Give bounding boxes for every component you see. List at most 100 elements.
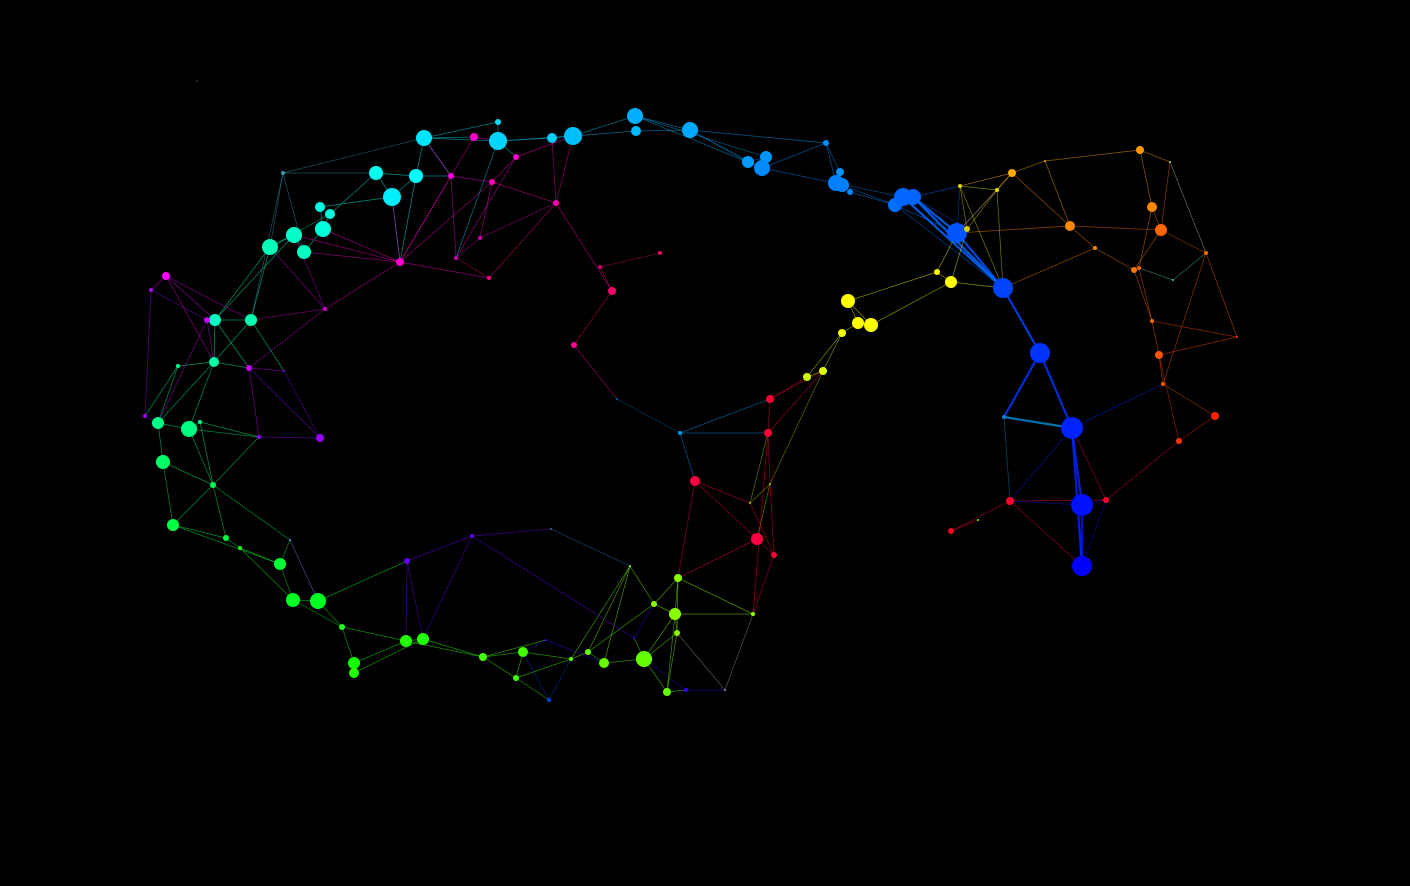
graph-node[interactable] [1150,319,1154,323]
graph-node[interactable] [608,287,616,295]
graph-node[interactable] [651,601,657,607]
graph-node[interactable] [409,169,423,183]
graph-node[interactable] [599,658,609,668]
graph-node[interactable] [1030,343,1050,363]
graph-node[interactable] [993,278,1013,298]
graph-node[interactable] [663,688,671,696]
graph-node[interactable] [598,265,602,269]
graph-node[interactable] [470,133,478,141]
graph-node[interactable] [404,558,410,564]
graph-node[interactable] [852,317,864,329]
graph-node[interactable] [518,647,528,657]
graph-node[interactable] [149,288,153,292]
graph-node[interactable] [771,552,777,558]
graph-node[interactable] [547,133,557,143]
graph-node[interactable] [749,502,751,504]
graph-node[interactable] [489,132,507,150]
graph-node[interactable] [152,417,164,429]
graph-node[interactable] [1161,382,1165,386]
graph-node[interactable] [289,539,291,541]
graph-node[interactable] [246,365,252,371]
graph-node[interactable] [1103,497,1109,503]
graph-node[interactable] [751,533,763,545]
graph-node[interactable] [658,251,662,255]
graph-node[interactable] [847,189,853,195]
graph-node[interactable] [223,535,229,541]
graph-node[interactable] [627,108,643,124]
graph-node[interactable] [400,635,412,647]
graph-node[interactable] [977,519,979,521]
graph-node[interactable] [1176,438,1182,444]
graph-node[interactable] [448,173,454,179]
graph-node[interactable] [682,122,698,138]
graph-node[interactable] [690,476,700,486]
graph-node[interactable] [1137,266,1141,270]
graph-node[interactable] [209,314,221,326]
graph-node[interactable] [838,329,846,337]
graph-node[interactable] [553,200,559,206]
graph-node[interactable] [934,269,940,275]
graph-node[interactable] [286,593,300,607]
graph-node[interactable] [631,126,641,136]
graph-node[interactable] [616,398,618,400]
graph-node[interactable] [945,276,957,288]
graph-node[interactable] [383,188,401,206]
graph-node[interactable] [513,675,519,681]
graph-node[interactable] [684,688,688,692]
graph-node[interactable] [964,226,970,232]
graph-node[interactable] [803,373,811,381]
graph-node[interactable] [349,668,359,678]
graph-node[interactable] [454,256,458,260]
graph-node[interactable] [674,574,682,582]
graph-node[interactable] [1147,202,1157,212]
graph-node[interactable] [315,202,325,212]
graph-node[interactable] [489,179,495,185]
graph-node[interactable] [905,189,921,205]
graph-node[interactable] [1211,412,1219,420]
graph-node[interactable] [238,546,242,550]
graph-node[interactable] [245,314,257,326]
graph-node[interactable] [1155,224,1167,236]
graph-node[interactable] [369,166,383,180]
graph-node[interactable] [478,236,482,240]
graph-node[interactable] [958,184,962,188]
graph-node[interactable] [1169,161,1171,163]
graph-node[interactable] [181,421,197,437]
graph-node[interactable] [835,178,849,192]
graph-node[interactable] [669,608,681,620]
graph-node[interactable] [947,223,967,243]
graph-node[interactable] [283,370,285,372]
graph-node[interactable] [585,649,591,655]
graph-node[interactable] [545,639,547,641]
graph-node[interactable] [674,630,680,636]
graph-node[interactable] [1044,160,1046,162]
graph-node[interactable] [198,420,202,424]
graph-node[interactable] [1131,267,1137,273]
graph-node[interactable] [724,689,726,691]
graph-node[interactable] [547,698,551,702]
graph-node[interactable] [274,558,286,570]
graph-node[interactable] [316,434,324,442]
graph-node[interactable] [1236,336,1238,338]
graph-node[interactable] [167,519,179,531]
graph-node[interactable] [162,272,170,280]
graph-node[interactable] [209,357,219,367]
graph-node[interactable] [751,612,755,616]
graph-node[interactable] [487,276,491,280]
graph-node[interactable] [339,624,345,630]
graph-node[interactable] [823,140,829,146]
graph-node[interactable] [760,151,772,163]
graph-node[interactable] [678,431,682,435]
graph-node[interactable] [513,154,519,160]
graph-node[interactable] [995,188,999,192]
graph-node[interactable] [210,482,216,488]
graph-node[interactable] [257,435,261,439]
graph-node[interactable] [1155,351,1163,359]
graph-node[interactable] [571,342,577,348]
graph-node[interactable] [629,565,631,567]
graph-node[interactable] [1172,279,1174,281]
graph-node[interactable] [841,294,855,308]
graph-node[interactable] [1093,246,1097,250]
graph-node[interactable] [310,593,326,609]
graph-node[interactable] [819,367,827,375]
